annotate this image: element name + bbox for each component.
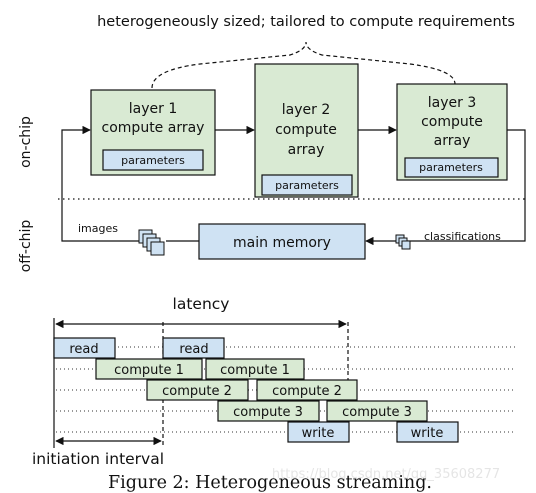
compute1-block-1	[95, 358, 203, 380]
layer-3-parameters: parameters	[419, 161, 483, 174]
write-block-1	[287, 421, 350, 443]
read-label-1: read	[69, 342, 98, 357]
layer-2-subtitle-2: array	[288, 142, 325, 158]
layer-2-title: layer 2	[282, 102, 330, 118]
classifications-label: classifications	[424, 230, 501, 243]
initiation-interval-label: initiation interval	[32, 450, 164, 468]
compute3-label-1: compute 3	[233, 405, 303, 420]
compute1-block-2	[205, 358, 305, 380]
main-memory: main memory	[198, 223, 366, 260]
read-block-1	[53, 337, 116, 359]
header-note: heterogeneously sized; tailored to compu…	[97, 14, 515, 30]
classifications-stack-icon	[395, 234, 411, 250]
compute1-label-1: compute 1	[114, 363, 184, 378]
layer-3-title: layer 3	[428, 95, 476, 111]
heterogeneous-bracket	[151, 41, 456, 89]
latency-label: latency	[173, 295, 230, 313]
on-chip-label: on-chip	[18, 116, 34, 168]
compute2-label-1: compute 2	[162, 384, 232, 399]
layer-1-compute-array: layer 1 compute array parameters	[90, 89, 216, 176]
compute1-label-2: compute 1	[220, 363, 290, 378]
compute2-block-1	[146, 379, 249, 401]
compute3-block-2	[326, 400, 428, 422]
off-chip-label: off-chip	[18, 220, 34, 273]
write-block-2	[396, 421, 459, 443]
compute2-block-2	[256, 379, 358, 401]
layer-2-parameters: parameters	[275, 179, 339, 192]
figure-caption: Figure 2: Heterogeneous streaming.	[108, 473, 432, 493]
images-stack-icon	[138, 229, 165, 256]
write-label-2: write	[411, 426, 444, 441]
layer-2-compute-array: layer 2 compute array parameters	[254, 63, 359, 198]
compute3-label-2: compute 3	[342, 405, 412, 420]
layer-2-subtitle: compute	[275, 122, 337, 138]
images-label: images	[78, 222, 118, 235]
watermark: https://blog.csdn.net/qq_35608277	[272, 467, 500, 482]
compute2-label-2: compute 2	[272, 384, 342, 399]
layer-3-subtitle: compute	[421, 114, 483, 130]
layer-1-parameters: parameters	[121, 154, 185, 167]
layer-1-subtitle: compute array	[102, 120, 205, 136]
layer-1-title: layer 1	[129, 101, 177, 117]
write-label-1: write	[302, 426, 335, 441]
layer-3-subtitle-2: array	[434, 133, 471, 149]
read-label-2: read	[179, 342, 208, 357]
read-block-2	[162, 337, 225, 359]
compute3-block-1	[217, 400, 320, 422]
layer-3-compute-array: layer 3 compute array parameters	[396, 83, 508, 181]
output-path	[365, 129, 526, 246]
main-memory-label: main memory	[233, 235, 331, 251]
input-path	[61, 125, 140, 242]
